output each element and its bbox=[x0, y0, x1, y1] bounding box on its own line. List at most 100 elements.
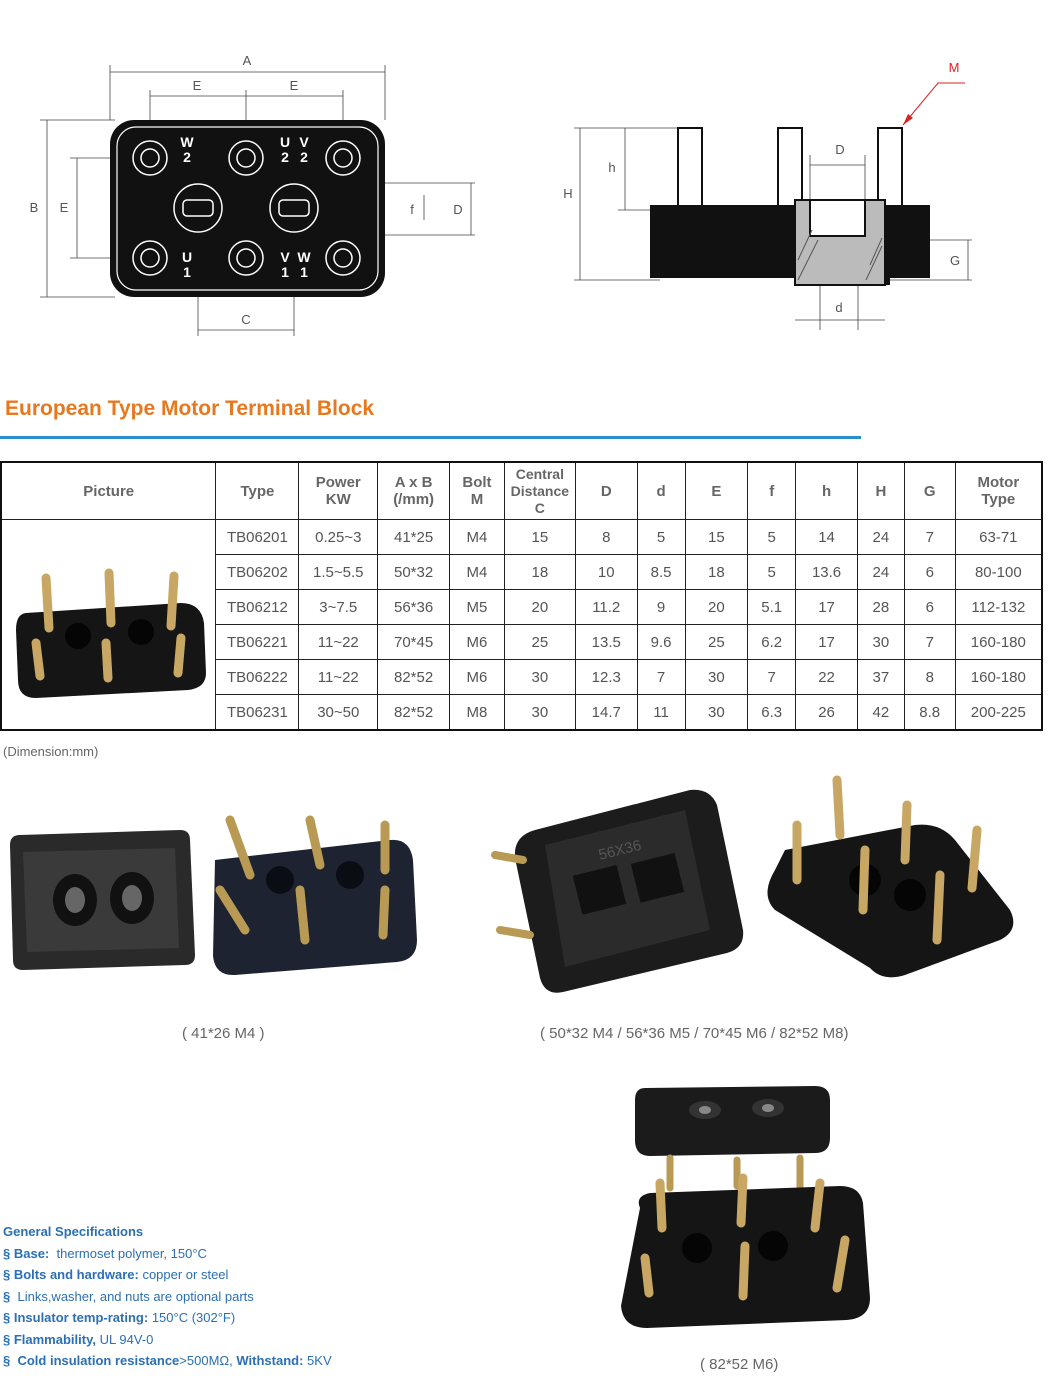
caption-82x52: ( 82*52 M6) bbox=[700, 1356, 779, 1373]
cell-f: 5 bbox=[747, 554, 797, 590]
cell-type: TB06202 bbox=[215, 554, 300, 590]
cell-d: 8.5 bbox=[636, 554, 686, 590]
cell-bolt: M6 bbox=[449, 659, 505, 695]
terminal-label-v1-num: 1 bbox=[281, 264, 289, 280]
cell-D: 12.3 bbox=[574, 659, 638, 695]
cell-G: 7 bbox=[903, 624, 956, 660]
specs-heading: General Specifications bbox=[3, 1224, 144, 1239]
header-axb: A x B(/mm) bbox=[377, 461, 451, 520]
cell-motor-type: 200-225 bbox=[954, 694, 1043, 731]
spec-item-base: § Base: thermoset polymer, 150°C bbox=[3, 1245, 207, 1261]
cell-h: 14 bbox=[795, 519, 858, 555]
cell-central-distance: 18 bbox=[503, 554, 576, 590]
dim-label-d: d bbox=[835, 300, 842, 315]
terminal-label-v2-letter: V bbox=[299, 134, 309, 150]
product-picture-cell bbox=[0, 519, 217, 731]
dim-label-C: C bbox=[241, 312, 250, 327]
cell-H: 42 bbox=[856, 694, 905, 731]
cell-f: 5.1 bbox=[747, 589, 797, 625]
header-type: Type bbox=[215, 461, 300, 520]
dim-label-A: A bbox=[243, 53, 252, 68]
cell-power: 0.25~3 bbox=[298, 519, 379, 555]
cell-G: 6 bbox=[903, 589, 956, 625]
cell-H: 28 bbox=[856, 589, 905, 625]
product-photo-range: 56X36 bbox=[491, 775, 1014, 993]
cell-power: 11~22 bbox=[298, 624, 379, 660]
header-G: G bbox=[903, 461, 956, 520]
cell-D: 13.5 bbox=[574, 624, 638, 660]
cell-power: 3~7.5 bbox=[298, 589, 379, 625]
terminal-base-large bbox=[767, 824, 1014, 978]
cell-central-distance: 25 bbox=[503, 624, 576, 660]
title-divider bbox=[0, 436, 861, 439]
cell-bolt: M5 bbox=[449, 589, 505, 625]
cell-G: 6 bbox=[903, 554, 956, 590]
cell-D: 11.2 bbox=[574, 589, 638, 625]
cell-E: 20 bbox=[684, 589, 749, 625]
cell-axb: 56*36 bbox=[377, 589, 451, 625]
dim-label-E3: E bbox=[60, 200, 69, 215]
dim-label-f: f bbox=[410, 202, 414, 217]
cell-h: 26 bbox=[795, 694, 858, 731]
dim-label-D-side: D bbox=[835, 142, 844, 157]
product-photo-82x52 bbox=[621, 1086, 870, 1328]
dim-label-M: M bbox=[949, 60, 960, 75]
cover-plate bbox=[10, 830, 195, 970]
cell-f: 7 bbox=[747, 659, 797, 695]
caption-range: ( 50*32 M4 / 56*36 M5 / 70*45 M6 / 82*52… bbox=[540, 1025, 849, 1042]
cell-H: 30 bbox=[856, 624, 905, 660]
cell-type: TB06212 bbox=[215, 589, 300, 625]
general-specifications: General Specifications § Base: thermoset… bbox=[3, 1221, 332, 1372]
cell-power: 30~50 bbox=[298, 694, 379, 731]
header-H: H bbox=[856, 461, 905, 520]
terminal-label-w2-letter: W bbox=[180, 134, 194, 150]
cell-motor-type: 63-71 bbox=[954, 519, 1043, 555]
header-d: d bbox=[636, 461, 686, 520]
cell-H: 24 bbox=[856, 554, 905, 590]
header-f: f bbox=[747, 461, 797, 520]
terminal-label-v2-num: 2 bbox=[300, 149, 308, 165]
terminal-label-w1-letter: W bbox=[297, 249, 311, 265]
product-photo-41x26 bbox=[10, 815, 417, 976]
cell-axb: 82*52 bbox=[377, 659, 451, 695]
cell-D: 10 bbox=[574, 554, 638, 590]
cell-central-distance: 15 bbox=[503, 519, 576, 555]
dim-label-B: B bbox=[30, 200, 39, 215]
cell-motor-type: 160-180 bbox=[954, 659, 1043, 695]
product-thumbnail bbox=[16, 568, 207, 698]
caption-41x26: ( 41*26 M4 ) bbox=[182, 1025, 265, 1042]
cell-d: 11 bbox=[636, 694, 686, 731]
terminal-label-w2-num: 2 bbox=[183, 149, 191, 165]
cell-D: 14.7 bbox=[574, 694, 638, 731]
cell-type: TB06231 bbox=[215, 694, 300, 731]
cell-central-distance: 30 bbox=[503, 659, 576, 695]
spec-item-insulator-temp: § Insulator temp-rating: 150°C (302°F) bbox=[3, 1310, 236, 1325]
cell-G: 8.8 bbox=[903, 694, 956, 731]
cell-motor-type: 160-180 bbox=[954, 624, 1043, 660]
cell-h: 13.6 bbox=[795, 554, 858, 590]
cell-E: 18 bbox=[684, 554, 749, 590]
cell-axb: 70*45 bbox=[377, 624, 451, 660]
cell-motor-type: 112-132 bbox=[954, 589, 1043, 625]
spec-item-bolts: § Bolts and hardware: copper or steel bbox=[3, 1267, 229, 1282]
cell-f: 6.2 bbox=[747, 624, 797, 660]
cell-d: 9.6 bbox=[636, 624, 686, 660]
header-picture: Picture bbox=[0, 461, 217, 520]
cover-plate-top bbox=[635, 1086, 830, 1156]
cell-G: 7 bbox=[903, 519, 956, 555]
spec-item-flammability: § Flammability, UL 94V-0 bbox=[3, 1331, 154, 1347]
terminal-base-small bbox=[213, 839, 417, 976]
cell-E: 30 bbox=[684, 694, 749, 731]
cell-power: 1.5~5.5 bbox=[298, 554, 379, 590]
cell-d: 9 bbox=[636, 589, 686, 625]
cell-G: 8 bbox=[903, 659, 956, 695]
